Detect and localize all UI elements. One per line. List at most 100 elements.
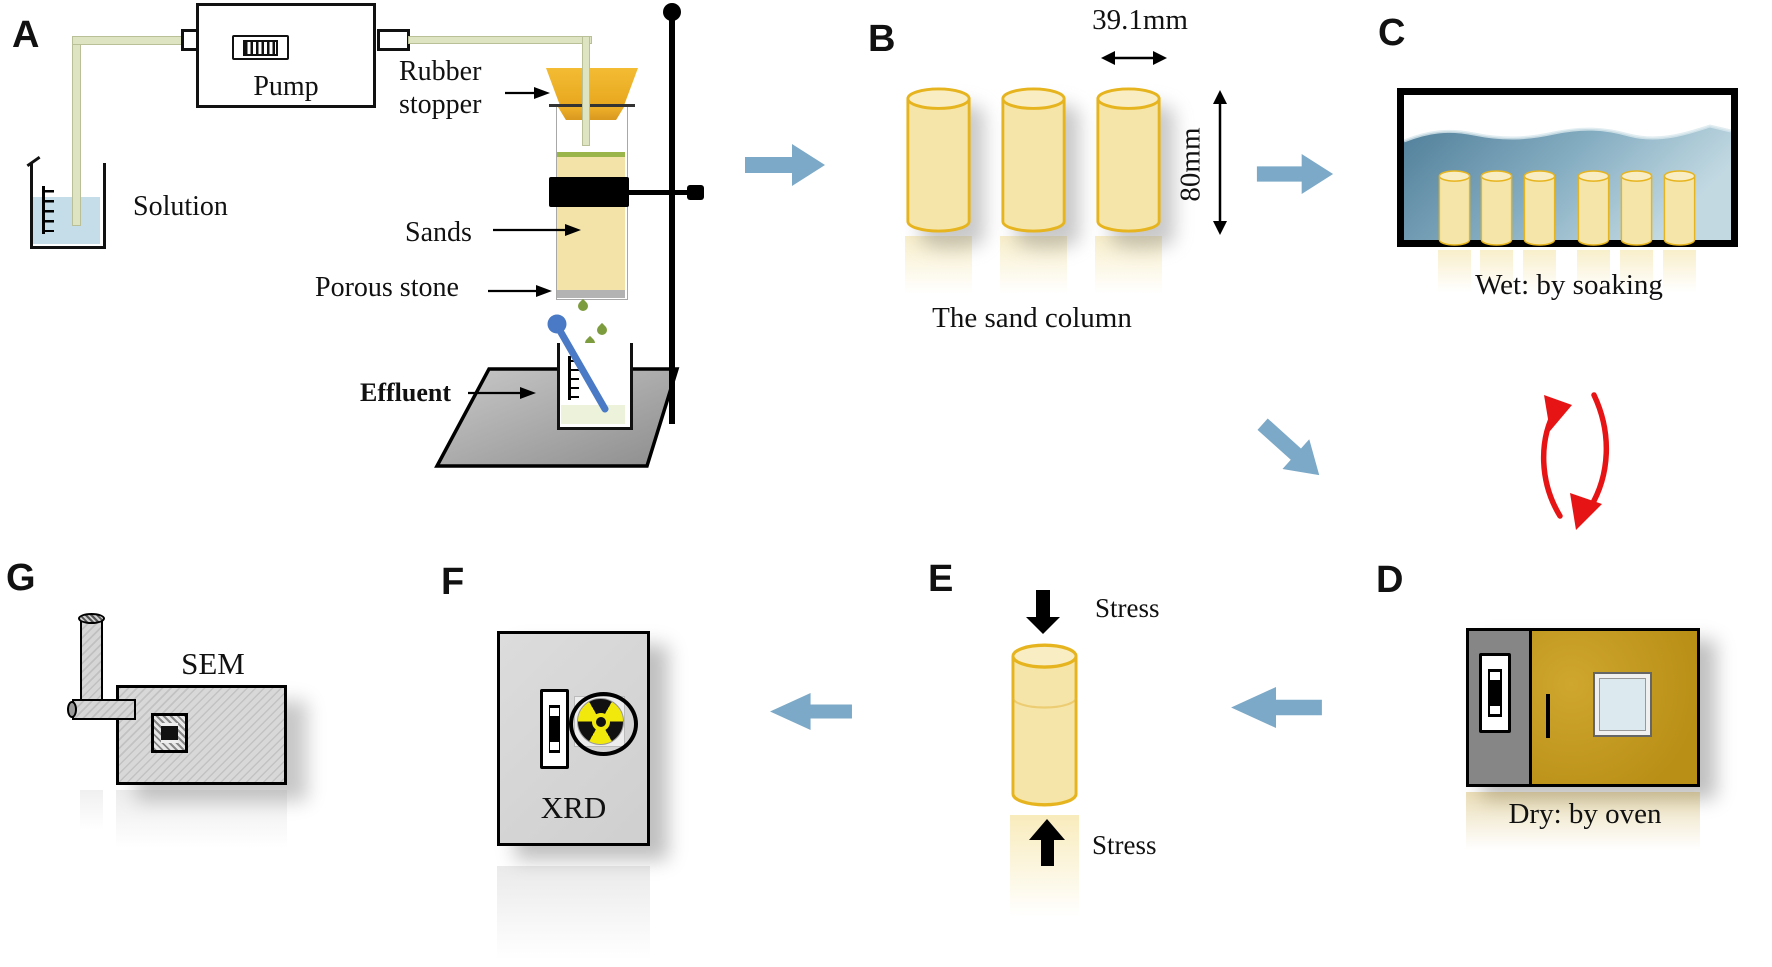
tubing-to-pump xyxy=(72,36,182,45)
sem-arm-cap-icon xyxy=(67,701,77,718)
rubber-stopper-shape xyxy=(546,68,638,105)
drying-oven xyxy=(1466,628,1700,787)
panel-letter-f: F xyxy=(441,561,465,603)
xrd-label: XRD xyxy=(540,790,607,825)
soaked-cylinder xyxy=(1523,170,1556,246)
sand-cylinder xyxy=(1001,87,1066,233)
sand-cylinder xyxy=(1096,87,1161,233)
stress-arrow-down-icon xyxy=(1036,590,1050,618)
effluent-arrow-icon xyxy=(468,387,536,399)
xrd-reflection xyxy=(497,866,650,960)
effluent-scale-icon xyxy=(568,356,571,400)
radiation-center-dot-icon xyxy=(595,716,606,727)
dry-caption: Dry: by oven xyxy=(1508,798,1662,830)
column-sand-upper xyxy=(557,157,625,177)
sem-column xyxy=(80,618,103,714)
rubber-stopper-label: Rubber stopper xyxy=(399,56,482,121)
sem-column-cap-icon xyxy=(78,613,105,624)
sem-body xyxy=(116,685,287,785)
oven-window xyxy=(1593,672,1652,737)
stress-label-top: Stress xyxy=(1095,593,1160,623)
panel-letter-e: E xyxy=(928,558,954,600)
cylinder-reflection xyxy=(905,236,972,294)
diameter-dimension-label: 39.1mm xyxy=(1092,4,1188,36)
stress-arrow-up-head-icon xyxy=(1029,819,1065,840)
clamp-arm xyxy=(629,190,687,195)
sand-cylinder xyxy=(906,87,971,233)
sem-sample-port xyxy=(151,713,188,753)
wet-dry-cycle-icon xyxy=(1540,392,1609,530)
panel-letter-c: C xyxy=(1378,12,1406,54)
cylinder-reflection xyxy=(1523,250,1556,292)
sem-arm xyxy=(72,699,136,720)
arrow-a-to-b-icon xyxy=(745,144,825,186)
beaker-scale-icon xyxy=(42,186,45,234)
oven-door-handle xyxy=(1546,694,1550,738)
cylinder-reflection xyxy=(1438,250,1471,292)
arrow-d-to-e-icon xyxy=(1231,687,1322,728)
oven-window-glass xyxy=(1599,678,1646,731)
height-dimension-label: 80mm xyxy=(1174,127,1207,202)
arrow-e-to-f-icon xyxy=(770,693,852,730)
wet-caption: Wet: by soaking xyxy=(1475,269,1663,301)
porous-stone-label: Porous stone xyxy=(315,272,459,303)
column-rim-line xyxy=(549,104,635,107)
tubing-from-beaker xyxy=(72,36,81,226)
soaked-cylinder xyxy=(1663,170,1696,246)
tubing-into-column xyxy=(582,36,590,146)
radiation-symbol-icon xyxy=(577,698,624,745)
pump-box: Pump xyxy=(196,3,376,108)
pump-display-bars-icon xyxy=(243,40,278,56)
stress-arrow-down-head-icon xyxy=(1026,617,1060,634)
arrow-b-to-d-icon xyxy=(1242,403,1339,496)
panel-letter-d: D xyxy=(1376,559,1404,601)
arrow-b-to-c-icon xyxy=(1256,154,1334,194)
panel-letter-b: B xyxy=(868,18,896,60)
column-sand-lower xyxy=(557,207,625,290)
panel-letter-a: A xyxy=(12,14,40,56)
stand-rod-ball-icon xyxy=(663,3,681,21)
sands-arrow-icon xyxy=(493,224,581,236)
cylinder-reflection xyxy=(1000,236,1067,294)
beaker-scale-ticks-icon xyxy=(45,190,54,232)
effluent-liquid xyxy=(561,405,625,424)
sem-column-reflection xyxy=(80,790,103,830)
cylinder-reflection xyxy=(1480,250,1513,292)
sem-sample-port-inner xyxy=(161,723,178,743)
solution-beaker xyxy=(30,163,106,249)
solution-label: Solution xyxy=(133,191,228,222)
soaked-cylinder xyxy=(1620,170,1653,246)
stress-test-cylinder xyxy=(1011,643,1078,807)
diameter-dimension-arrow-icon xyxy=(1101,51,1167,65)
soaked-cylinder xyxy=(1438,170,1471,246)
panel-letter-g: G xyxy=(6,557,36,599)
stand-rod xyxy=(669,12,675,424)
tubing-from-pump xyxy=(408,36,592,44)
oven-switch xyxy=(1479,653,1511,733)
soaked-cylinder xyxy=(1577,170,1610,246)
oven-reflection xyxy=(1466,792,1700,850)
thermometer-icon xyxy=(547,314,609,413)
xrd-machine: XRD xyxy=(497,631,650,846)
soaked-cylinder xyxy=(1480,170,1513,246)
sem-label: SEM xyxy=(181,646,245,681)
sem-reflection xyxy=(116,790,287,848)
column-green-band xyxy=(557,152,625,157)
rubber-stopper-lower-shape xyxy=(558,107,624,120)
stress-label-bottom: Stress xyxy=(1092,830,1157,860)
porous-stone-shape xyxy=(557,290,625,298)
pump-display-icon xyxy=(232,35,289,60)
radiation-ring-icon xyxy=(569,692,638,756)
sand-column-caption: The sand column xyxy=(932,302,1132,334)
pump-outlet-stub xyxy=(377,29,410,51)
cylinder-reflection xyxy=(1577,250,1610,292)
porous-stone-arrow-icon xyxy=(488,285,552,297)
height-dimension-arrow-icon xyxy=(1213,90,1227,235)
cylinder-reflection xyxy=(1663,250,1696,292)
effluent-scale-ticks-icon xyxy=(571,360,579,398)
rubber-stopper-arrow-icon xyxy=(505,87,550,99)
sands-label: Sands xyxy=(405,217,472,248)
cylinder-reflection xyxy=(1095,236,1162,294)
effluent-label: Effluent xyxy=(360,378,451,407)
